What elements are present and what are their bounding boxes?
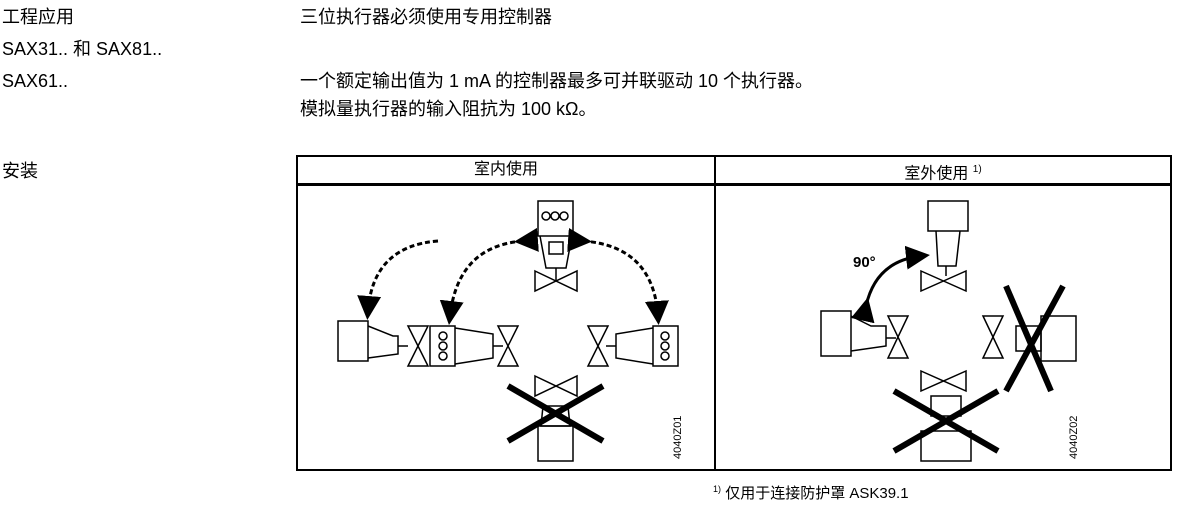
label-sax31-sax81: SAX31.. 和 SAX81.. [2, 39, 163, 59]
outdoor-figure-code: 4040Z02 [1068, 415, 1080, 459]
left-actuator [337, 320, 430, 367]
angle-label: 90° [853, 254, 876, 271]
controller-note: 三位执行器必须使用专用控制器 [300, 7, 552, 27]
impedance-note: 模拟量执行器的输入阻抗为 100 kΩ。 [300, 99, 597, 119]
top-actuator [534, 200, 578, 293]
label-sax61: SAX61.. [2, 71, 69, 91]
indoor-panel: 室内使用 4040Z01 [296, 155, 716, 471]
bottom-actuator-crossed [506, 374, 605, 462]
right-actuator-crossed [981, 284, 1077, 393]
label-engineering: 工程应用 [2, 7, 74, 27]
outdoor-title: 室外使用 1) [716, 157, 1170, 186]
bottom-actuator-crossed [892, 369, 1000, 462]
top-actuator [920, 200, 969, 293]
footnote: 1) 仅用于连接防护罩 ASK39.1 [713, 484, 909, 502]
indoor-diagram [337, 200, 679, 462]
label-installation: 安装 [2, 161, 38, 181]
indoor-title: 室内使用 [298, 157, 714, 186]
right-actuator [586, 325, 679, 367]
indoor-figure-code: 4040Z01 [672, 415, 684, 459]
left-actuator [820, 310, 910, 359]
outdoor-panel: 室外使用 1) 90° 4040Z02 [714, 155, 1172, 471]
outdoor-diagram: 90° [820, 200, 1077, 462]
middle-actuator [429, 325, 520, 367]
parallel-note: 一个额定输出值为 1 mA 的控制器最多可并联驱动 10 个执行器。 [300, 71, 814, 91]
